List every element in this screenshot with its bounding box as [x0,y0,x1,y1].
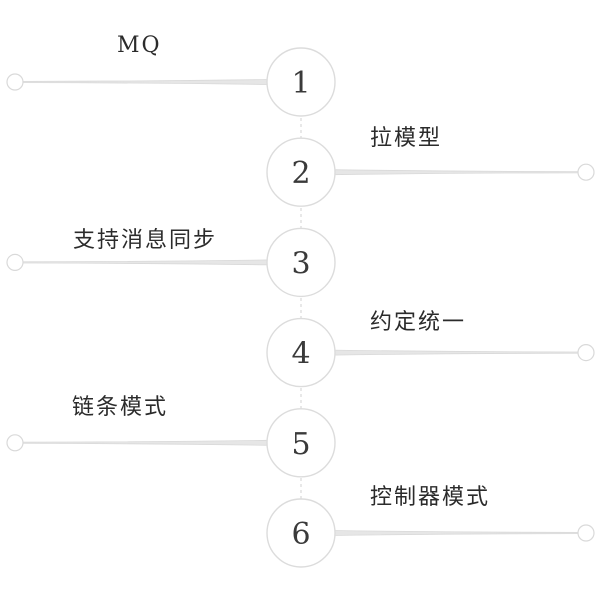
step-4-circle [266,317,336,388]
step-2-connector [332,169,579,176]
step-4-number: 4 [291,337,310,372]
step-1-number: 1 [291,66,310,101]
step-2: 2 [266,137,595,207]
step-1-label: MQ [117,33,162,58]
step-6-label: 控制器模式 [370,485,491,510]
step-5-circle [266,408,336,478]
step-4: 4 [266,317,595,388]
step-3-label: 支持消息同步 [73,228,218,253]
step-1: 1 [6,47,336,117]
step-4-end-dot [577,344,595,362]
step-5: 5 [6,408,336,478]
step-6-end-dot [577,524,595,542]
step-6: 6 [266,498,595,568]
step-3: 3 [6,227,336,298]
step-4-connector [332,349,579,356]
step-5-number: 5 [291,427,310,462]
step-6-number: 6 [291,517,310,552]
step-4-label: 约定统一 [370,310,467,335]
step-3-connector [22,259,270,266]
step-6-connector [332,530,579,536]
step-2-circle [266,137,336,207]
step-2-label: 拉模型 [370,126,443,151]
step-5-label: 链条模式 [72,395,169,420]
step-5-connector [22,439,270,446]
step-5-end-dot [6,434,24,452]
step-3-circle [266,227,336,298]
step-3-end-dot [6,253,24,271]
step-1-end-dot [6,73,24,91]
step-2-end-dot [577,163,595,181]
step-2-number: 2 [291,156,310,191]
step-3-number: 3 [291,246,310,281]
step-1-connector [22,79,270,85]
step-1-circle [266,47,336,117]
step-6-circle [266,498,336,568]
